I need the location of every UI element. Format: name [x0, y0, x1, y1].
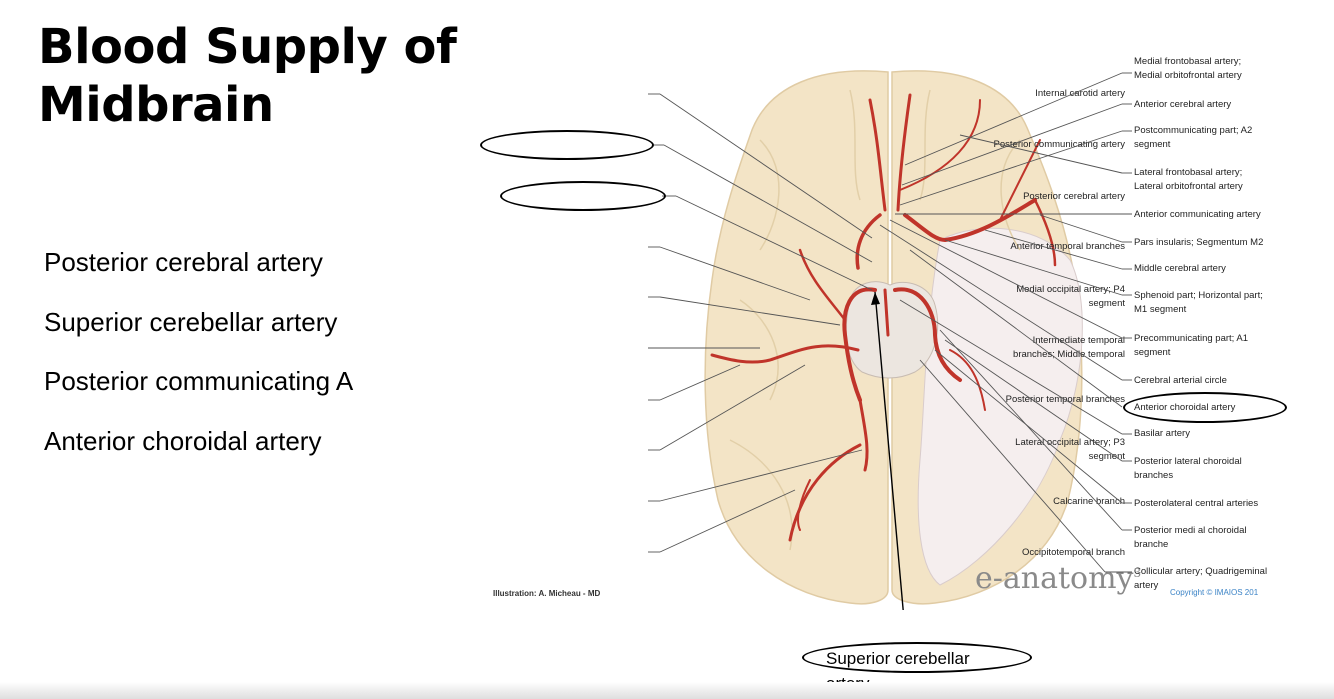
bullet-item: Posterior communicating A: [44, 366, 354, 396]
bottom-shadow: [0, 682, 1334, 699]
title-line-2: Midbrain: [38, 77, 274, 133]
e-anatomy-logo: e-anatomy3: [975, 561, 1142, 596]
title-line-1: Blood Supply of: [38, 19, 457, 75]
brain-artery-figure: Internal carotid artery Posterior commun…: [480, 50, 1334, 610]
bullet-item: Superior cerebellar artery: [44, 306, 338, 337]
midbrain-section: [845, 281, 939, 379]
label-posterior-communicating-artery: Posterior communicating artery: [993, 139, 1125, 150]
label-calcarine-branch: Calcarine branch: [1053, 496, 1125, 507]
label-sphenoid-part-m1: Sphenoid part; Horizontal part;M1 segmen…: [1134, 290, 1263, 315]
label-anterior-communicating-artery: Anterior communicating artery: [1134, 209, 1261, 220]
logo-text: e-anatomy: [975, 561, 1134, 596]
illustration-credit: Illustration: A. Micheau - MD: [493, 589, 601, 598]
bullet-item: Anterior choroidal artery: [44, 425, 322, 456]
bullet-item: Posterior cerebral artery: [44, 247, 323, 277]
label-lateral-frontobasal-artery: Lateral frontobasal artery;Lateral orbit…: [1134, 167, 1243, 192]
label-cerebral-arterial-circle: Cerebral arterial circle: [1134, 375, 1227, 386]
label-posterolateral-central-arteries: Posterolateral central arteries: [1134, 498, 1259, 509]
copyright-text: Copyright © IMAIOS 201: [1170, 588, 1259, 597]
highlight-anterior-choroidal: [1123, 392, 1287, 423]
label-internal-carotid-artery: Internal carotid artery: [1035, 88, 1125, 99]
label-pars-insularis-m2: Pars insularis; Segmentum M2: [1134, 237, 1264, 248]
highlight-superior-cerebellar: [802, 642, 1032, 673]
label-posterior-temporal-branches: Posterior temporal branches: [1005, 394, 1125, 405]
label-posterior-cerebral-artery: Posterior cerebral artery: [1023, 191, 1125, 202]
slide-title: Blood Supply of Midbrain: [38, 18, 498, 134]
label-anterior-temporal-branches: Anterior temporal branches: [1010, 241, 1125, 252]
label-basilar-artery: Basilar artery: [1134, 428, 1190, 439]
callout-line-1: Superior cerebellar: [826, 649, 970, 668]
label-anterior-cerebral-artery: Anterior cerebral artery: [1134, 99, 1232, 110]
highlight-posterior-cerebral: [500, 181, 666, 211]
highlight-posterior-communicating: [480, 130, 654, 160]
label-medial-frontobasal-artery: Medial frontobasal artery;Medial orbitof…: [1134, 56, 1242, 81]
label-middle-cerebral-artery: Middle cerebral artery: [1134, 263, 1226, 274]
bullet-list: Posterior cerebral artery Superior cereb…: [44, 244, 353, 482]
label-occipitotemporal-branch: Occipitotemporal branch: [1022, 547, 1125, 558]
